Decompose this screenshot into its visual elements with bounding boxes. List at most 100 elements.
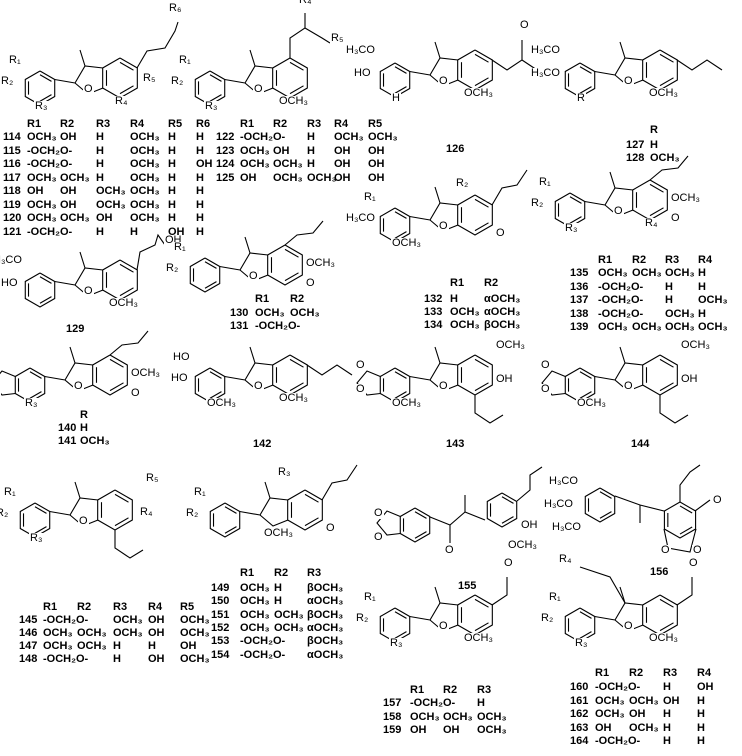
methyl-bond	[74, 481, 81, 499]
table-cell: H	[168, 212, 176, 224]
table-cell: OCH₃	[665, 267, 695, 279]
compound-number: 160	[570, 681, 589, 693]
compound-number: 137	[570, 294, 589, 306]
side-chain	[109, 330, 149, 356]
structure-144-label: OCH₃	[576, 397, 607, 409]
table-cell: OCH₃	[96, 198, 126, 211]
table-cell: -OCH₂O-	[43, 614, 89, 626]
table-header-cell: R3	[477, 684, 492, 696]
table-header-cell: R2	[273, 118, 288, 130]
table-cell: H	[168, 158, 176, 170]
table-cell: OCH₃	[598, 267, 628, 279]
table-cell: H	[665, 280, 673, 293]
furan-bond	[64, 362, 94, 381]
furan-bond	[259, 497, 289, 516]
benzo-ring	[272, 57, 308, 99]
structure-132-134-label: R₂	[455, 177, 470, 189]
table-cell: H	[196, 185, 204, 197]
side-chain	[136, 233, 166, 271]
table-cell: H	[307, 158, 315, 170]
structure-129-label: OH	[164, 234, 183, 246]
double-bond	[394, 371, 407, 379]
benzo-ring	[642, 594, 678, 636]
table-cell: OH	[148, 627, 165, 639]
side-chain	[321, 464, 358, 501]
structure-149-154-label: OCH₃	[263, 527, 294, 539]
structure-130-131-label: O	[305, 277, 316, 289]
table-cell: OCH₃	[650, 152, 680, 164]
aryl-ring	[24, 272, 56, 308]
furan-bond	[74, 267, 104, 286]
structure-149-154-label: R₃	[277, 466, 292, 478]
compound-number: 134	[424, 319, 443, 331]
double-bond	[659, 382, 674, 392]
furan-bond	[244, 65, 274, 84]
benzo-ring	[92, 354, 128, 396]
double-bond	[394, 611, 407, 619]
structure-144-label: O	[623, 380, 634, 392]
double-bond	[39, 296, 52, 304]
structure-145-148-label: R₅	[145, 472, 160, 484]
furan-bond	[614, 362, 644, 381]
structure-132-134-label: R₁	[363, 191, 377, 203]
double-bond	[394, 211, 407, 219]
double-bond	[304, 493, 319, 503]
table-header-cell: R2	[629, 667, 644, 679]
double-bond	[119, 263, 134, 273]
methyl-bond	[619, 346, 626, 364]
structure-127-128-label: R	[576, 92, 586, 104]
bond	[409, 70, 431, 76]
structure-145-148-label: R₁	[3, 486, 17, 498]
table-header-cell: R3	[113, 601, 128, 613]
structure-127-128-label: H₃CO	[530, 44, 561, 56]
structure-127-128-label: O	[623, 75, 634, 87]
bond	[219, 265, 241, 271]
compound-number-129: 129	[66, 323, 85, 335]
structure-157-159-label: O	[503, 557, 514, 569]
compound-number: 149	[211, 582, 230, 594]
structure-126-label: OCH₃	[463, 87, 494, 99]
table-cell: H	[196, 198, 204, 211]
table-cell: H	[274, 595, 282, 608]
table-header-cell: R1	[598, 254, 613, 266]
compound-number: 124	[216, 158, 235, 170]
methylenedioxy-ring	[376, 510, 401, 536]
table-cell: OCH₃	[240, 595, 270, 608]
benzo-ring	[272, 354, 308, 396]
benzo-ring	[102, 259, 138, 301]
table-cell: OCH₃	[273, 158, 303, 170]
structure-132-134-label: OCH₃	[391, 237, 422, 249]
compound-number: 118	[3, 185, 21, 197]
table-cell: βOCH₃	[307, 635, 344, 648]
table-cell: OH	[410, 724, 427, 736]
table-cell: OCH₃	[410, 710, 440, 723]
table-cell: OCH₃	[180, 614, 210, 626]
table-cell: OCH₃	[130, 144, 160, 157]
table-cell: OCH₃	[60, 171, 90, 184]
benzo-ring	[642, 49, 678, 91]
structure-157-159-label: OCH₃	[463, 632, 494, 644]
table-header-cell: R1	[240, 118, 255, 130]
structure-126-label: HO	[353, 67, 372, 79]
double-bond	[304, 517, 319, 527]
table-cell: OCH₃	[27, 171, 57, 184]
table-cell: H	[196, 212, 204, 224]
double-bond	[474, 358, 489, 368]
table-cell: OCH₃	[96, 185, 126, 197]
compound-number: 153	[211, 635, 230, 648]
benzo-ring	[457, 49, 493, 91]
double-bond	[474, 222, 489, 232]
compound-number-144: 144	[631, 438, 650, 450]
bond	[464, 511, 486, 521]
double-bond	[474, 598, 489, 608]
double-bond	[414, 531, 427, 539]
table-cell: H	[663, 681, 671, 693]
structure-132-134-label: O	[438, 220, 449, 232]
table-cell: -OCH₂O-	[598, 280, 644, 293]
structure-149-154-label: R₂	[185, 507, 200, 519]
structure-132-134-label: O	[495, 227, 506, 239]
table-cell: αOCH₃	[484, 293, 521, 305]
table-cell: -OCH₂O-	[240, 131, 286, 143]
table-cell: OCH₃	[255, 307, 285, 319]
table-header-cell: R4	[698, 254, 713, 266]
